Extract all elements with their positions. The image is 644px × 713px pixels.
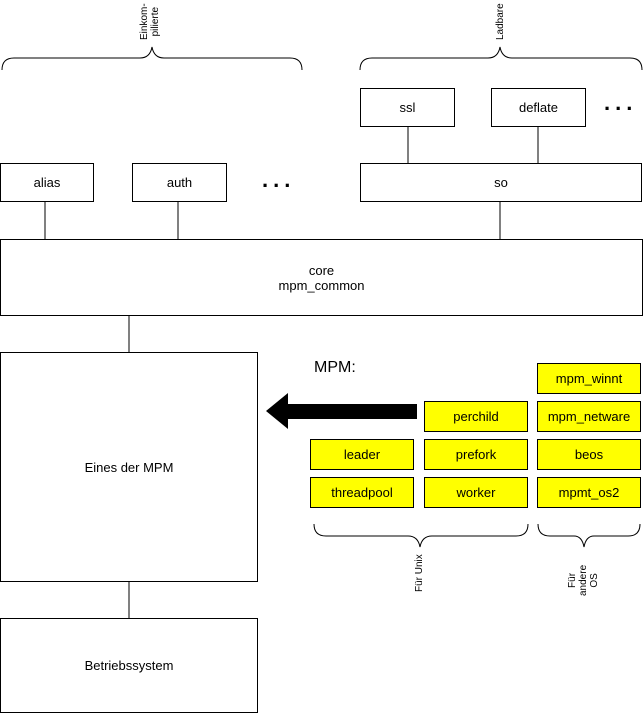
mpm-winnt: mpm_winnt <box>537 363 641 394</box>
module-deflate: deflate <box>491 88 586 127</box>
label-compiled-in: Einkom- pilierte <box>139 3 161 40</box>
mpm-common-label: mpm_common <box>278 277 365 293</box>
mpm-leader: leader <box>310 439 414 470</box>
mpm-netware: mpm_netware <box>537 401 641 432</box>
label-loadable: Ladbare <box>495 3 506 40</box>
ellipsis-loadable: ... <box>604 90 638 115</box>
os-box: Betriebssystem <box>0 618 258 713</box>
ellipsis-compiled: ... <box>262 167 296 192</box>
mpm-threadpool: threadpool <box>310 477 414 508</box>
brace-unix <box>313 523 529 548</box>
label-unix: Für Unix <box>414 554 425 592</box>
module-ssl: ssl <box>360 88 455 127</box>
mpm-title: MPM: <box>314 359 356 376</box>
core-label: core <box>308 262 335 278</box>
module-so: so <box>360 163 642 202</box>
brace-compiled-in <box>1 46 303 71</box>
core-box: core mpm_common <box>0 239 643 316</box>
mpm-prefork: prefork <box>424 439 528 470</box>
label-other-os: Für andere OS <box>567 564 600 596</box>
mpm-box: Eines der MPM <box>0 352 258 582</box>
brace-other-os <box>537 523 641 548</box>
mpm-worker: worker <box>424 477 528 508</box>
mpm-perchild: perchild <box>424 401 528 432</box>
selection-arrow <box>266 393 417 429</box>
module-auth: auth <box>132 163 227 202</box>
mpm-os2: mpmt_os2 <box>537 477 641 508</box>
brace-loadable <box>359 46 643 71</box>
module-alias: alias <box>0 163 94 202</box>
mpm-beos: beos <box>537 439 641 470</box>
